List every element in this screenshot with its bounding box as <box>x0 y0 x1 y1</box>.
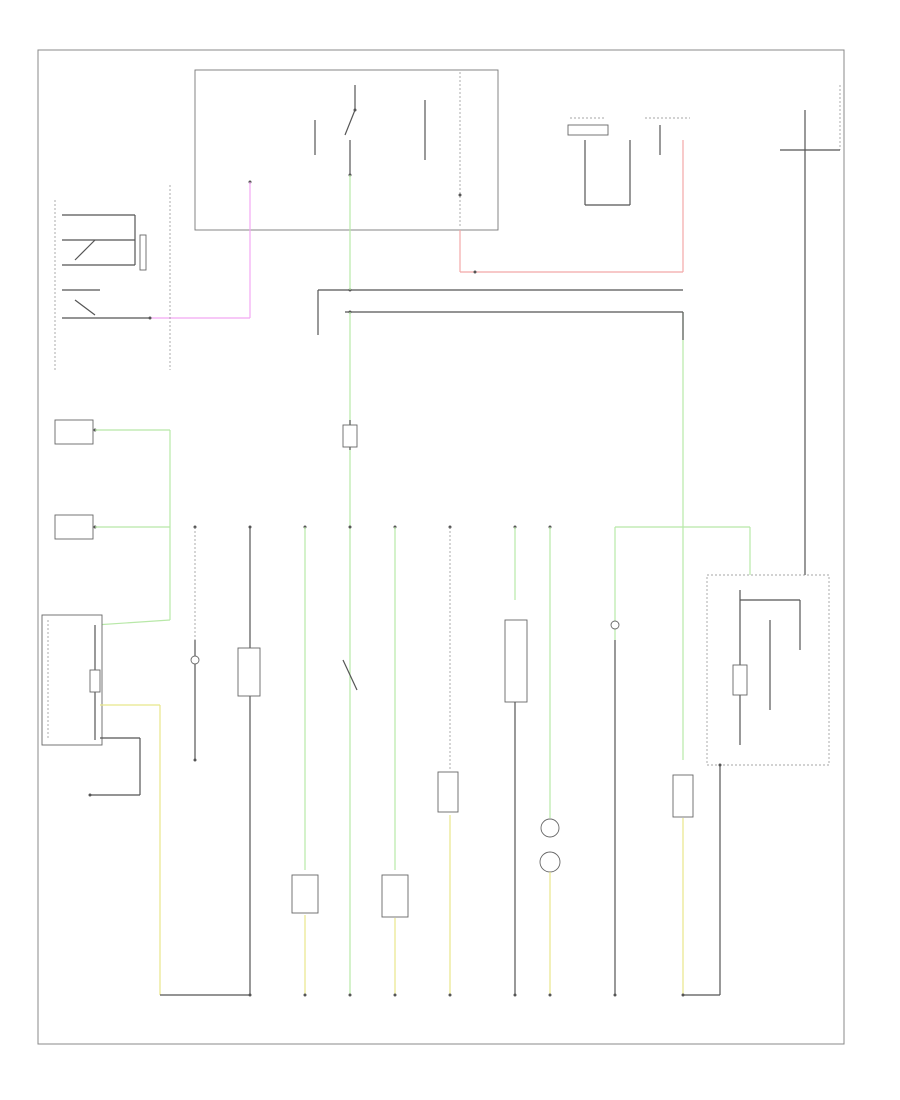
diagram-frame <box>37 49 845 1045</box>
column-550-lamps <box>539 525 561 997</box>
column-615 <box>610 526 751 997</box>
combination-switch <box>54 185 171 370</box>
column-395 <box>381 525 409 997</box>
right-control-unit <box>706 574 830 995</box>
column-515 <box>504 525 528 997</box>
column-305 <box>291 525 319 997</box>
column-350-switch <box>342 525 358 997</box>
column-683-lower <box>672 774 720 997</box>
column-250 <box>160 525 261 997</box>
column-195 <box>190 525 200 762</box>
top-right-components <box>567 85 841 575</box>
left-indicators <box>54 419 171 626</box>
bus-lines <box>317 288 683 335</box>
column-450 <box>437 525 459 997</box>
under-dash-fuse-box <box>194 69 499 231</box>
gauge-assembly <box>41 614 161 995</box>
